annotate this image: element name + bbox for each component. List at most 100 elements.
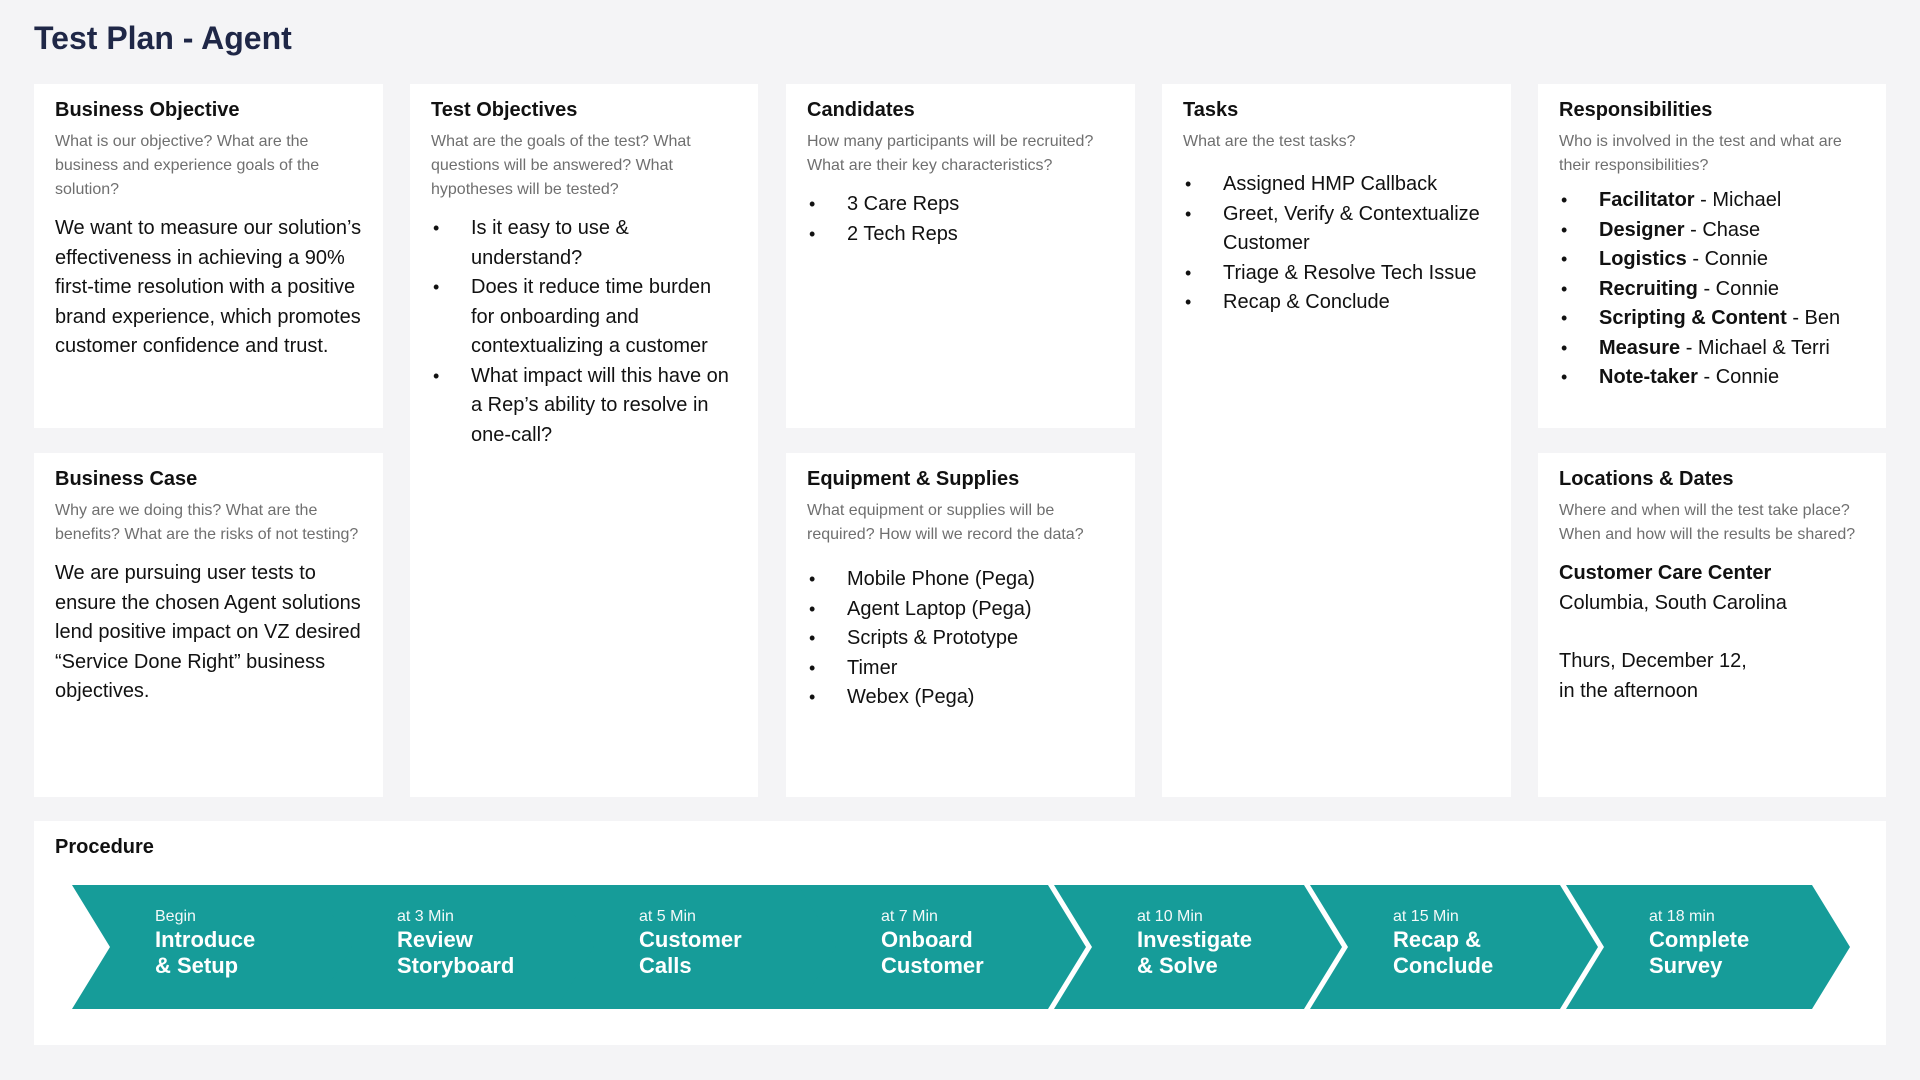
list-item: Facilitator - Michael [1559,186,1866,216]
business-objective-text: We want to measure our solution’s effect… [55,217,362,357]
procedure-heading: Procedure [55,836,154,858]
step-time: Begin [155,908,196,925]
step-time: at 15 Min [1393,908,1459,925]
candidates-prompt: How many participants will be recruited?… [807,133,1094,174]
locations-prompt: Where and when will the test take place?… [1559,502,1856,543]
step-4-text: at 7 Min Onboard Customer [881,907,984,979]
list-item: Logistics - Connie [1559,245,1866,275]
business-objective-heading: Business Objective [55,99,240,121]
equipment-list: Mobile Phone (Pega) Agent Laptop (Pega) … [807,565,1115,713]
role-name: Scripting & Content [1599,307,1787,329]
list-item: Timer [807,654,1115,684]
role-name: Recruiting [1599,277,1698,300]
list-item: Does it reduce time burden for onboardin… [431,273,738,362]
step-6-text: at 15 Min Recap & Conclude [1393,907,1493,979]
list-item: Recruiting - Connie [1559,275,1866,305]
responsibilities-prompt: Who is involved in the test and what are… [1559,133,1842,174]
date-line-1: Thurs, December 12, [1559,650,1747,672]
role-name: Designer [1599,218,1685,241]
business-case-prompt: Why are we doing this? What are the bene… [55,502,359,543]
step-time: at 10 Min [1137,908,1203,925]
chevron-step-2 [314,885,618,1009]
role-name: Facilitator [1599,189,1695,211]
list-item: Measure - Michael & Terri [1559,334,1866,364]
role-people: - Chase [1684,218,1761,241]
test-objectives-prompt: What are the goals of the test? What que… [431,133,691,198]
step-1-text: Begin Introduce & Setup [155,907,255,979]
role-name: Logistics [1599,248,1687,270]
candidates-card: Candidates How many participants will be… [786,84,1135,428]
business-case-card: Business Case Why are we doing this? Wha… [34,453,383,797]
business-objective-prompt: What is our objective? What are the busi… [55,133,320,198]
locations-heading: Locations & Dates [1559,468,1734,490]
tasks-prompt: What are the test tasks? [1183,133,1356,150]
location-city: Columbia, South Carolina [1559,591,1787,614]
role-people: - Connie [1697,277,1780,300]
step-label: Introduce & Setup [155,927,256,978]
list-item: Scripts & Prototype [807,624,1115,654]
role-people: - Connie [1686,248,1768,270]
responsibilities-list: Facilitator - Michael Designer - Chase L… [1559,186,1866,393]
step-label: Complete Survey [1649,927,1750,978]
step-3-text: at 5 Min Customer Calls [639,907,742,979]
list-item: Designer - Chase [1559,216,1866,246]
candidates-list: 3 Care Reps 2 Tech Reps [807,190,1115,249]
locations-card: Locations & Dates Where and when will th… [1538,453,1886,797]
list-item: 3 Care Reps [807,190,1115,220]
list-item: Note-taker - Connie [1559,363,1866,393]
step-time: at 18 min [1649,908,1715,925]
test-objectives-heading: Test Objectives [431,99,578,121]
step-label: Investigate & Solve [1137,927,1252,978]
role-people: - Michael [1694,189,1782,211]
chevron-step-5 [1054,885,1342,1009]
list-item: Mobile Phone (Pega) [807,565,1115,595]
chevron-step-6 [1310,885,1598,1009]
location-name: Customer Care Center [1559,562,1772,584]
step-time: at 7 Min [881,908,938,925]
step-5-text: at 10 Min Investigate & Solve [1137,907,1252,979]
list-item: Webex (Pega) [807,683,1115,713]
list-item: Greet, Verify & Contextualize Customer [1183,200,1491,259]
role-people: - Michael & Terri [1680,336,1830,359]
list-item: Is it easy to use & understand? [431,214,738,273]
procedure-panel: Procedure Begin Introduce & Setup at 3 M… [34,821,1886,1045]
chevron-step-1 [72,885,376,1009]
responsibilities-heading: Responsibilities [1559,99,1713,121]
list-item: Recap & Conclude [1183,288,1491,318]
step-time: at 5 Min [639,908,696,925]
list-item: Agent Laptop (Pega) [807,595,1115,625]
tasks-card: Tasks What are the test tasks? Assigned … [1162,84,1511,797]
role-name: Note-taker [1599,366,1698,388]
procedure-chevrons [72,885,1850,1009]
step-label: Recap & Conclude [1393,927,1494,978]
candidates-heading: Candidates [807,99,915,121]
date-line-2: in the afternoon [1559,679,1698,702]
business-case-heading: Business Case [55,468,198,490]
equipment-card: Equipment & Supplies What equipment or s… [786,453,1135,797]
tasks-list: Assigned HMP Callback Greet, Verify & Co… [1183,170,1491,318]
chevron-step-7 [1566,885,1850,1009]
role-people: - Connie [1697,366,1780,388]
list-item: Scripting & Content - Ben [1559,304,1866,334]
role-name: Measure [1599,336,1681,359]
step-7-text: at 18 min Complete Survey [1649,907,1749,979]
business-case-text: We are pursuing user tests to ensure the… [55,562,361,702]
tasks-heading: Tasks [1183,99,1239,121]
step-label: Review Storyboard [397,927,515,978]
step-label: Onboard Customer [881,927,984,978]
list-item: 2 Tech Reps [807,220,1115,250]
list-item: Assigned HMP Callback [1183,170,1491,200]
list-item: What impact will this have on a Rep’s ab… [431,362,738,451]
chevron-step-4 [798,885,1086,1009]
list-item: Triage & Resolve Tech Issue [1183,259,1491,289]
business-objective-card: Business Objective What is our objective… [34,84,383,428]
step-2-text: at 3 Min Review Storyboard [397,907,514,979]
responsibilities-card: Responsibilities Who is involved in the … [1538,84,1886,428]
step-time: at 3 Min [397,908,454,925]
test-objectives-card: Test Objectives What are the goals of th… [410,84,758,797]
role-people: - Ben [1786,307,1841,329]
equipment-prompt: What equipment or supplies will be requi… [807,502,1084,543]
chevron-step-3 [556,885,860,1009]
test-objectives-list: Is it easy to use & understand? Does it … [431,214,738,450]
equipment-heading: Equipment & Supplies [807,468,1020,490]
